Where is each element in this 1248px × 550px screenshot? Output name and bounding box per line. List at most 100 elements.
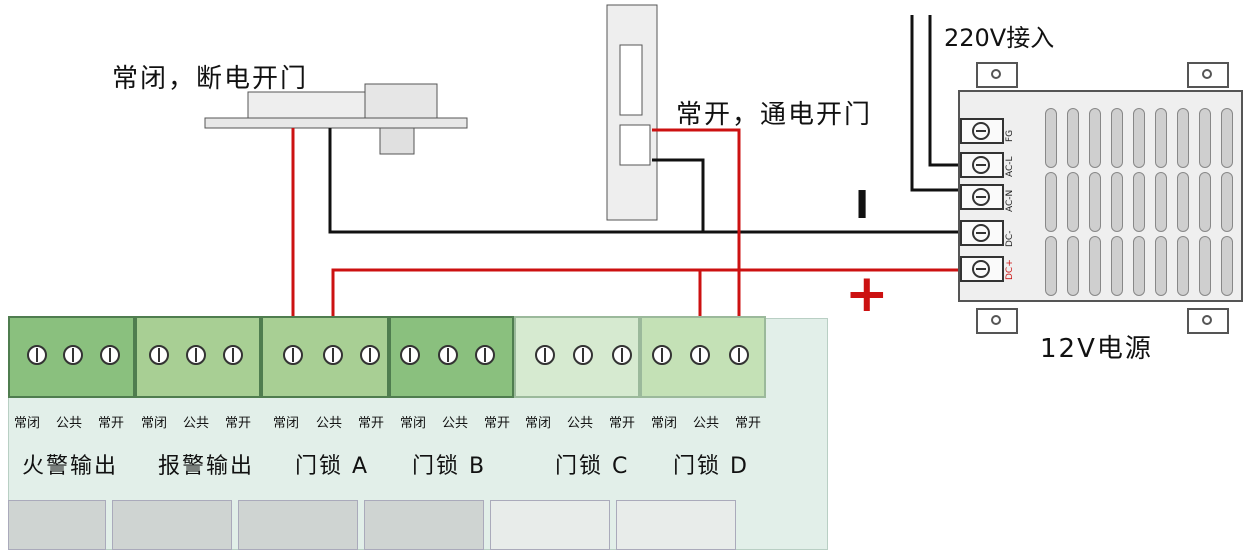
terminal-label: 常闭 — [14, 416, 41, 431]
board-connector — [8, 500, 106, 550]
psu-mount-tab — [976, 308, 1018, 334]
black-wires — [328, 15, 968, 234]
group-label-lock-a: 门锁 A — [295, 454, 370, 479]
terminal-label: 常闭 — [525, 416, 552, 431]
psu-label-ac-l: AC-L — [1005, 156, 1015, 177]
terminal-label: 常闭 — [141, 416, 168, 431]
terminal-screw[interactable] — [360, 345, 380, 365]
vent-slot — [1133, 172, 1145, 232]
vent-slot — [1089, 236, 1101, 296]
psu-label-dc-minus: DC- — [1005, 230, 1015, 247]
terminal-label: 常闭 — [400, 416, 427, 431]
psu-caption: 12V电源 — [1040, 334, 1153, 364]
vent-slot — [1045, 108, 1057, 168]
board-connector — [616, 500, 736, 550]
terminal-label: 常开 — [484, 416, 511, 431]
terminal-label: 常开 — [358, 416, 385, 431]
nc-lock — [204, 83, 468, 155]
no-lock — [606, 4, 658, 221]
terminal-screw[interactable] — [612, 345, 632, 365]
minus-sign: I — [855, 183, 870, 227]
terminal-label: 常开 — [225, 416, 252, 431]
terminal-label: 常闭 — [651, 416, 678, 431]
board-connector — [364, 500, 484, 550]
terminal-screw[interactable] — [652, 345, 672, 365]
terminal-screw[interactable] — [323, 345, 343, 365]
terminal-screw[interactable] — [475, 345, 495, 365]
terminal-screw[interactable] — [400, 345, 420, 365]
terminal-screw[interactable] — [438, 345, 458, 365]
terminal-screw[interactable] — [149, 345, 169, 365]
vent-slot — [1111, 236, 1123, 296]
vent-slot — [1177, 172, 1189, 232]
group-label-alarm: 报警输出 — [158, 454, 255, 479]
vent-slot — [1045, 236, 1057, 296]
vent-slot — [1221, 236, 1233, 296]
vent-slot — [1199, 172, 1211, 232]
vent-slot — [1177, 236, 1189, 296]
terminal-label: 常开 — [735, 416, 762, 431]
terminal-screw[interactable] — [690, 345, 710, 365]
group-label-lock-c: 门锁 C — [555, 454, 630, 479]
vent-slot — [1089, 108, 1101, 168]
vent-slot — [1133, 236, 1145, 296]
vent-slot — [1133, 108, 1145, 168]
group-label-lock-b: 门锁 B — [412, 454, 487, 479]
terminal-label: 公共 — [183, 416, 210, 431]
vent-slot — [1155, 108, 1167, 168]
no-lock-caption: 常开，通电开门 — [676, 100, 873, 130]
vent-slot — [1221, 172, 1233, 232]
board-connector — [490, 500, 610, 550]
terminal-label: 公共 — [316, 416, 343, 431]
psu-terminal-dc-minus[interactable] — [960, 220, 1004, 246]
terminal-screw[interactable] — [223, 345, 243, 365]
vent-slot — [1067, 108, 1079, 168]
terminal-label: 公共 — [56, 416, 83, 431]
psu-terminal-fg[interactable] — [960, 118, 1004, 144]
psu-label-fg: FG — [1005, 129, 1015, 142]
terminal-screw[interactable] — [63, 345, 83, 365]
psu-label-ac-n: AC-N — [1005, 189, 1015, 212]
vent-slot — [1155, 172, 1167, 232]
psu-mount-tab — [1187, 62, 1229, 88]
terminal-label: 常开 — [98, 416, 125, 431]
terminal-screw[interactable] — [283, 345, 303, 365]
power-input-caption: 220V接入 — [944, 24, 1055, 52]
vent-slot — [1177, 108, 1189, 168]
vent-slot — [1045, 172, 1057, 232]
plus-sign: + — [845, 264, 889, 324]
power-supply — [958, 90, 1243, 302]
board-connector — [112, 500, 232, 550]
vent-slot — [1111, 108, 1123, 168]
terminal-screw[interactable] — [573, 345, 593, 365]
group-label-lock-d: 门锁 D — [673, 454, 749, 479]
vent-slot — [1199, 236, 1211, 296]
vent-slot — [1089, 172, 1101, 232]
terminal-screw[interactable] — [186, 345, 206, 365]
terminal-label: 常开 — [609, 416, 636, 431]
terminal-screw[interactable] — [729, 345, 749, 365]
group-label-fire: 火警输出 — [22, 454, 119, 479]
psu-terminal-labels: DC+ DC- AC-N AC-L FG — [1005, 102, 1025, 282]
terminal-label: 常闭 — [273, 416, 300, 431]
psu-mount-tab — [1187, 308, 1229, 334]
psu-terminal-dc-plus[interactable] — [960, 256, 1004, 282]
psu-label-dc-plus: DC+ — [1005, 259, 1015, 280]
psu-mount-tab — [976, 62, 1018, 88]
psu-terminal-ac-l[interactable] — [960, 152, 1004, 178]
terminal-screw[interactable] — [535, 345, 555, 365]
vent-slot — [1111, 172, 1123, 232]
terminal-label: 公共 — [567, 416, 594, 431]
vent-slot — [1067, 172, 1079, 232]
board-connector — [238, 500, 358, 550]
vent-slot — [1221, 108, 1233, 168]
vent-slot — [1155, 236, 1167, 296]
psu-terminal-ac-n[interactable] — [960, 184, 1004, 210]
terminal-label: 公共 — [442, 416, 469, 431]
nc-lock-caption: 常闭，断电开门 — [112, 64, 309, 94]
terminal-screw[interactable] — [100, 345, 120, 365]
vent-slot — [1199, 108, 1211, 168]
terminal-screw[interactable] — [27, 345, 47, 365]
vent-slot — [1067, 236, 1079, 296]
